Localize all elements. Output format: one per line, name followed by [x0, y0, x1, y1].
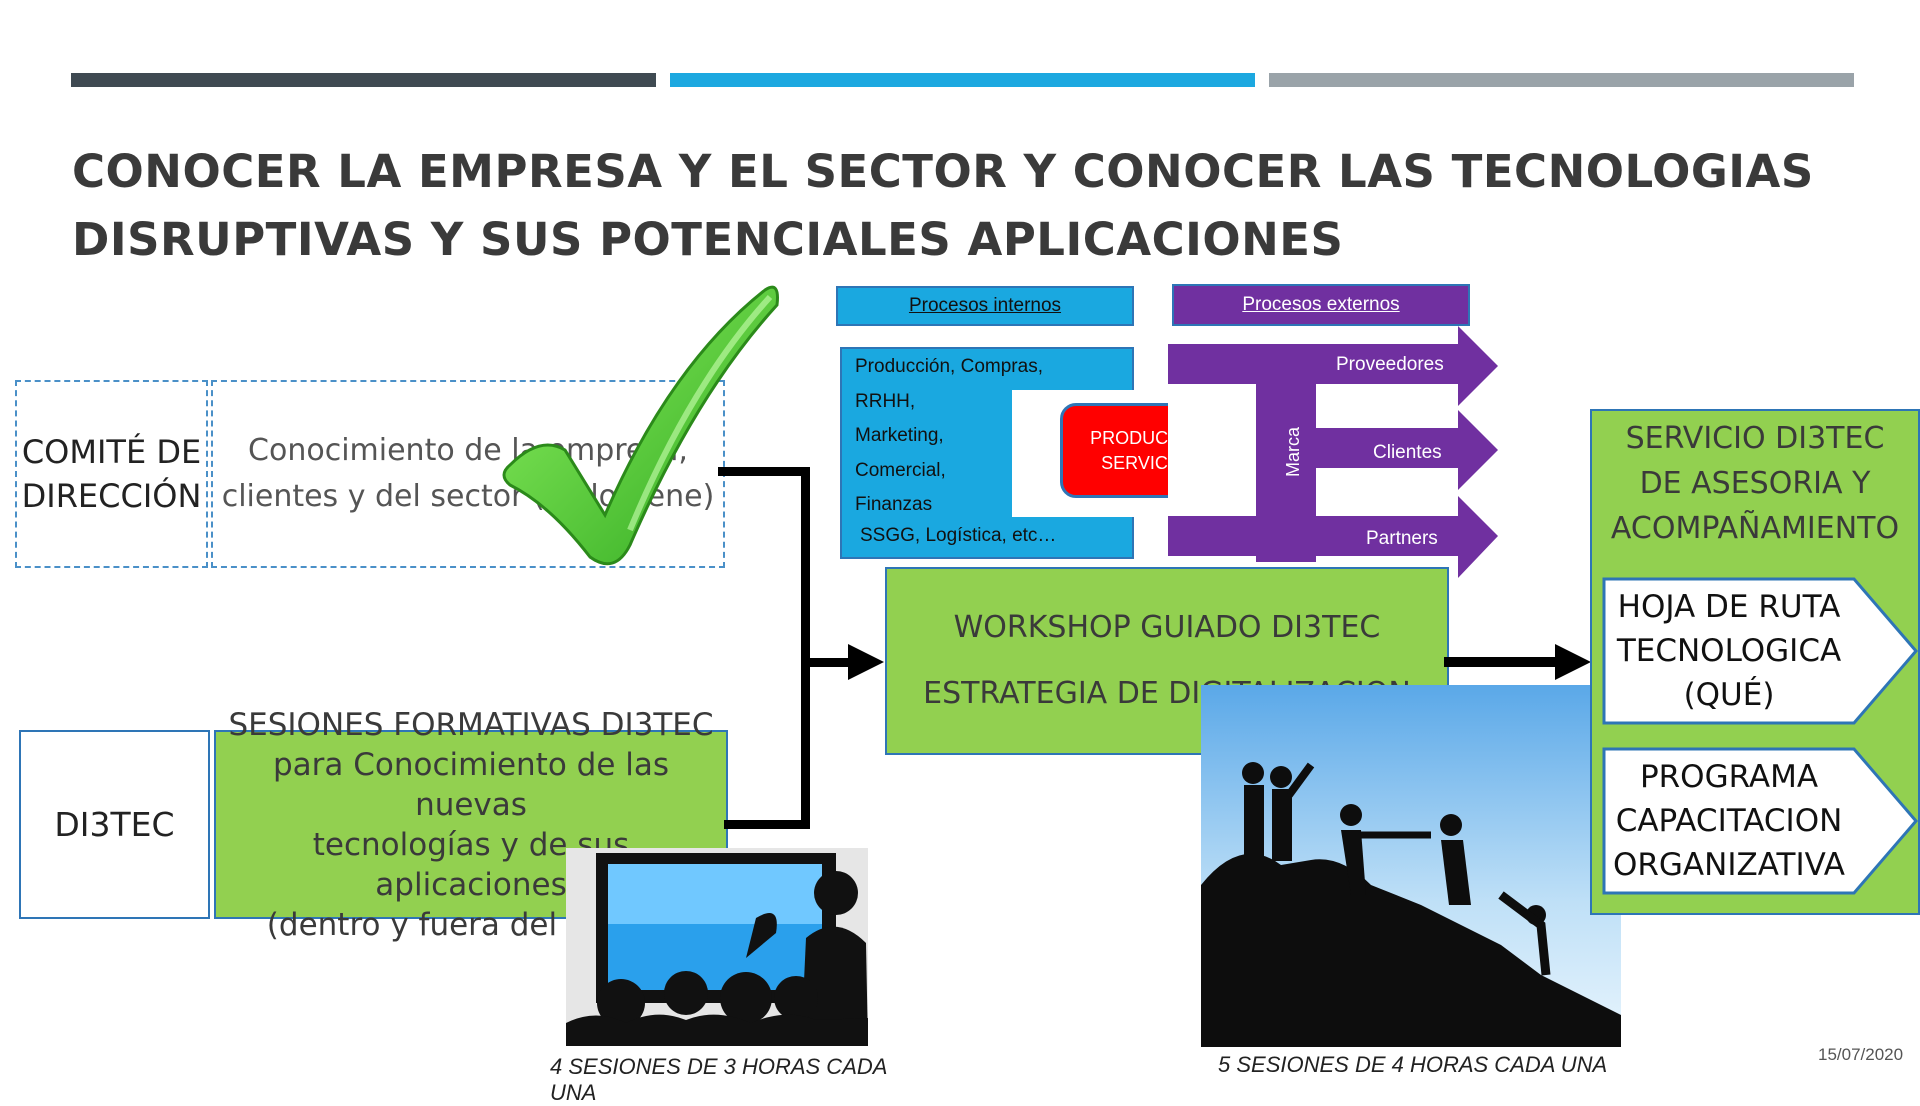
proceso-interno-2: RRHH, [855, 390, 916, 412]
hoja-ruta-text: HOJA DE RUTA TECNOLOGICA (QUÉ) [1604, 585, 1854, 717]
externo-proveedores: Proveedores [1336, 354, 1444, 375]
proceso-interno-5: Finanzas [855, 494, 933, 515]
connector-top-horizontal [718, 467, 808, 476]
programa-line-3: ORGANIZATIVA [1612, 847, 1846, 883]
comite-direccion-box: COMITÉ DE DIRECCIÓN [15, 380, 208, 568]
programa-line-2: CAPACITACION [1615, 803, 1843, 839]
hoja-line-3: (QUÉ) [1683, 677, 1775, 713]
proceso-interno-3: Marketing, [855, 425, 944, 446]
comite-line-2: DIRECCIÓN [21, 477, 202, 515]
connector-to-workshop [801, 658, 851, 667]
checkmark-icon [502, 285, 779, 566]
caption-right: 5 SESIONES DE 4 HORAS CADA UNA [1218, 1052, 1608, 1077]
workshop-line-1: WORKSHOP GUIADO DI3TEC [953, 610, 1381, 645]
di3tec-label: DI3TEC [54, 805, 175, 844]
caption-left: 4 SESIONES DE 3 HORAS CADA UNA [550, 1054, 887, 1105]
procesos-internos-list: Producción, Compras, RRHH, Marketing, Co… [855, 350, 1043, 523]
top-bar-gray [1269, 73, 1854, 87]
procesos-externos-header: Procesos externos [1172, 284, 1470, 326]
externo-clientes: Clientes [1373, 442, 1442, 463]
climbing-silhouette-image [1201, 685, 1621, 1047]
programa-text: PROGRAMA CAPACITACION ORGANIZATIVA [1604, 755, 1854, 887]
programa-line-1: PROGRAMA [1639, 759, 1819, 795]
top-bar-blue [670, 73, 1255, 87]
proceso-interno-1: Producción, Compras, [855, 356, 1043, 377]
hoja-line-2: TECNOLOGICA [1616, 633, 1842, 669]
servicio-line-3: ACOMPAÑAMIENTO [1610, 511, 1900, 546]
proceso-interno-4: Comercial, [855, 459, 946, 481]
connector-bottom-horizontal [724, 820, 810, 829]
sesiones-line-1: SESIONES FORMATIVAS DI3TEC [228, 706, 714, 743]
externo-partners: Partners [1366, 528, 1438, 549]
comite-line-1: COMITÉ DE [21, 433, 202, 471]
procesos-externos-shape [1168, 326, 1498, 578]
programa-shape [1602, 747, 1918, 895]
procesos-internos-title: Procesos internos [908, 295, 1062, 316]
slide-title: CONOCER LA EMPRESA Y EL SECTOR Y CONOCER… [72, 138, 1872, 274]
sesiones-line-2: para Conocimiento de las nuevas [272, 746, 670, 823]
servicio-title: SERVICIO DI3TEC DE ASESORIA Y ACOMPAÑAMI… [1590, 416, 1920, 551]
classroom-silhouette-image [566, 848, 868, 1046]
connector-vertical [801, 467, 810, 829]
servicio-line-2: DE ASESORIA Y [1639, 466, 1871, 501]
top-bar-dark [71, 73, 656, 87]
procesos-internos-header: Procesos internos [836, 286, 1134, 326]
hoja-line-1: HOJA DE RUTA [1617, 589, 1841, 625]
hoja-ruta-shape [1602, 577, 1918, 725]
arrow-to-servicio-icon [1555, 644, 1591, 680]
proceso-interno-6: SSGG, Logística, etc… [860, 525, 1057, 546]
marca-label: Marca [1283, 427, 1303, 478]
conocimiento-line-1: Conocimiento de la empresa, [248, 433, 688, 468]
title-line-1: CONOCER LA EMPRESA Y EL SECTOR Y CONOCER… [72, 145, 1814, 198]
connector-to-servicio [1444, 657, 1560, 667]
title-line-2: DISRUPTIVAS Y SUS POTENCIALES APLICACION… [72, 213, 1344, 266]
servicio-line-1: SERVICIO DI3TEC [1625, 421, 1885, 456]
di3tec-box: DI3TEC [19, 730, 210, 919]
slide-date: 15/07/2020 [1818, 1045, 1904, 1064]
arrow-to-workshop-icon [848, 644, 884, 680]
procesos-externos-title: Procesos externos [1242, 294, 1400, 315]
